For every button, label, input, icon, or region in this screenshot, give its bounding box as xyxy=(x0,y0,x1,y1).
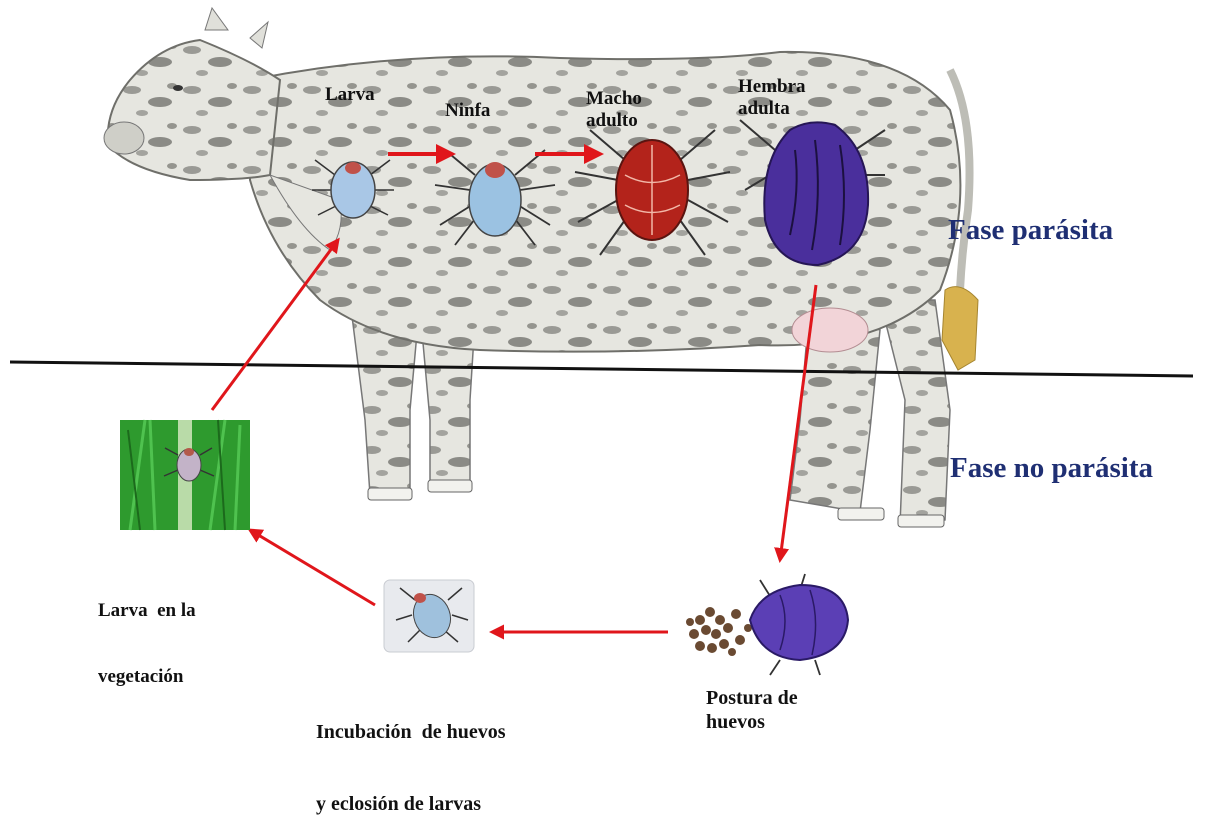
label-larva-vegetacion: Larva en la vegetación xyxy=(98,556,196,710)
label-postura-line-2: huevos xyxy=(706,710,798,734)
label-incubacion: Incubación de huevos y eclosión de larva… xyxy=(316,672,506,840)
label-incubacion-line-1: Incubación de huevos xyxy=(316,720,506,744)
arrow-vegetation-to-host xyxy=(212,240,338,410)
label-postura-line-1: Postura de xyxy=(706,686,798,710)
label-macho-line-2: adulto xyxy=(586,110,642,132)
phase-divider-line xyxy=(10,362,1193,376)
label-macho-line-1: Macho xyxy=(586,88,642,110)
label-hembra-adulta: Hembra adulta xyxy=(738,76,806,120)
label-larva-veg-line-2: vegetación xyxy=(98,666,196,688)
female-laying-eggs-icon xyxy=(686,574,848,675)
label-macho-adulto: Macho adulto xyxy=(586,88,642,132)
larva-on-grass-icon xyxy=(120,420,250,530)
label-incubacion-line-2: y eclosión de larvas xyxy=(316,792,506,816)
hatching-larva-icon xyxy=(384,580,474,652)
label-hembra-line-1: Hembra xyxy=(738,76,806,98)
phase-parasita-label: Fase parásita xyxy=(948,214,1113,246)
label-postura: Postura de huevos xyxy=(706,686,798,734)
tick-life-cycle-diagram: Larva Ninfa Macho adulto Hembra adulta L… xyxy=(0,0,1210,738)
label-larva: Larva xyxy=(325,84,375,106)
arrow-incubation-to-vegetation xyxy=(250,530,375,605)
label-larva-veg-line-1: Larva en la xyxy=(98,600,196,622)
phase-no-parasita-label: Fase no parásita xyxy=(950,452,1153,484)
label-hembra-line-2: adulta xyxy=(738,98,806,120)
label-ninfa: Ninfa xyxy=(445,100,490,122)
